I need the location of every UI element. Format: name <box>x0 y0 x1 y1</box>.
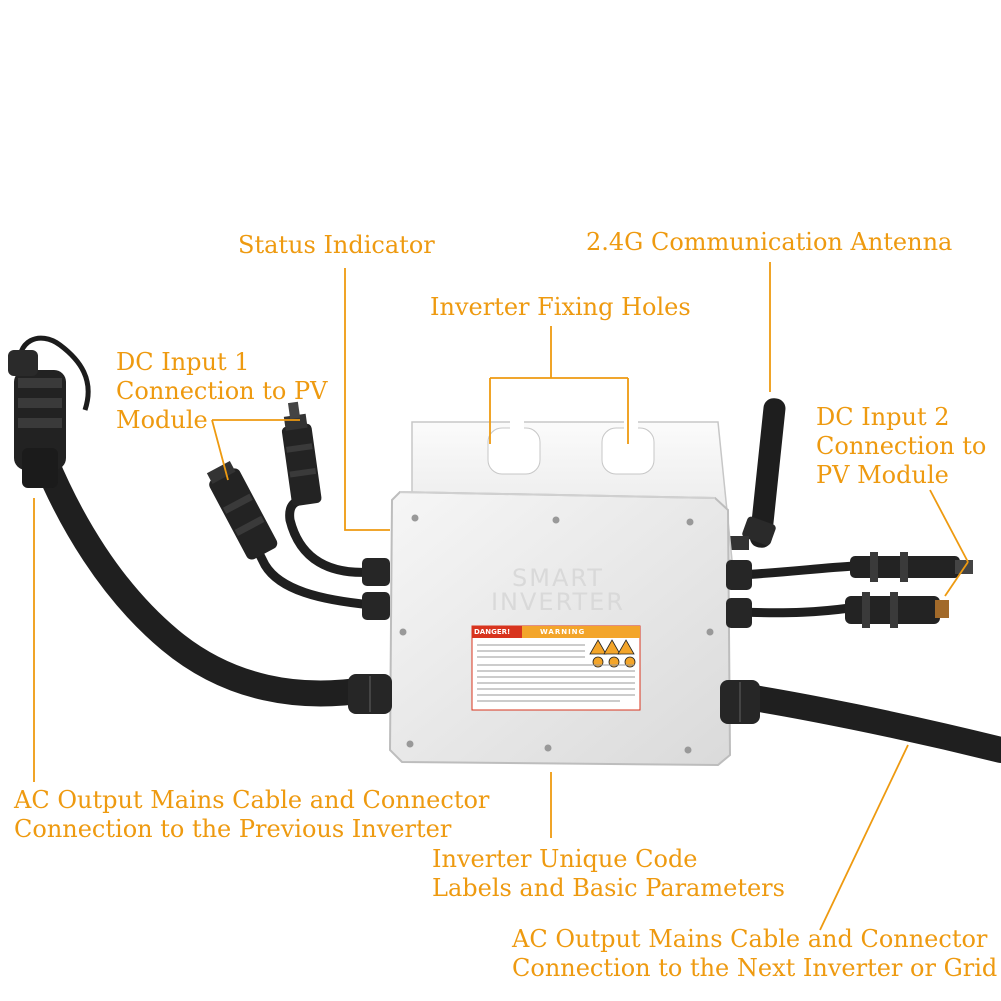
mc4-connector-icon <box>850 552 973 582</box>
label-dc-input-2-line-1: DC Input 2 <box>816 403 950 431</box>
label-fixing-holes: Inverter Fixing Holes <box>430 293 691 322</box>
antenna-icon <box>725 398 786 550</box>
label-ac-next-line-2: Connection to the Next Inverter or Grid <box>512 954 998 982</box>
mc4-connector-icon <box>281 401 322 506</box>
label-ac-previous-line-2: Connection to the Previous Inverter <box>14 815 452 843</box>
danger-title: DANGER! <box>474 628 511 636</box>
label-fixing-holes-text: Inverter Fixing Holes <box>430 293 691 321</box>
label-unique-code-line-1: Inverter Unique Code <box>432 845 698 873</box>
label-unique-code: Inverter Unique Code Labels and Basic Pa… <box>432 845 785 903</box>
label-dc-input-2-line-2: Connection to <box>816 432 987 460</box>
leader-lines <box>33 262 969 931</box>
warning-triangle-icon <box>589 639 636 668</box>
cable-gland-icon <box>720 560 760 724</box>
ac-cable-left <box>27 407 378 707</box>
label-dc-input-1-line-3: Module <box>116 406 208 434</box>
label-status-indicator: Status Indicator <box>238 231 435 260</box>
label-antenna-text: 2.4G Communication Antenna <box>586 228 953 256</box>
mc4-connector-icon <box>206 461 278 560</box>
label-dc-input-2-line-3: PV Module <box>816 461 949 489</box>
label-ac-previous: AC Output Mains Cable and Connector Conn… <box>14 786 489 844</box>
brand-embossing: SMART INVERTER <box>468 566 648 614</box>
label-status-indicator-text: Status Indicator <box>238 231 435 259</box>
warning-title: WARNING <box>540 628 586 636</box>
dc-cable-right-1 <box>739 561 856 580</box>
cable-gland-icon <box>348 558 392 714</box>
dc-cable-left-1 <box>285 495 373 577</box>
label-dc-input-2: DC Input 2 Connection to PV Module <box>816 403 986 490</box>
ac-cable-right <box>722 682 1001 763</box>
label-ac-previous-line-1: AC Output Mains Cable and Connector <box>14 786 490 814</box>
label-ac-next-line-1: AC Output Mains Cable and Connector <box>512 925 988 953</box>
mc4-connector-icon <box>845 592 949 628</box>
ac-plug-icon <box>8 335 91 488</box>
brand-line-2: INVERTER <box>490 588 626 616</box>
dc-cable-right-2 <box>739 603 851 618</box>
brand-line-1: SMART <box>512 564 604 592</box>
label-antenna: 2.4G Communication Antenna <box>586 228 952 257</box>
label-unique-code-line-2: Labels and Basic Parameters <box>432 874 785 902</box>
label-dc-input-1: DC Input 1 Connection to PV Module <box>116 348 327 435</box>
label-dc-input-1-line-1: DC Input 1 <box>116 348 250 376</box>
label-dc-input-1-line-2: Connection to PV <box>116 377 328 405</box>
warning-label <box>471 625 641 711</box>
label-ac-next: AC Output Mains Cable and Connector Conn… <box>512 925 997 983</box>
